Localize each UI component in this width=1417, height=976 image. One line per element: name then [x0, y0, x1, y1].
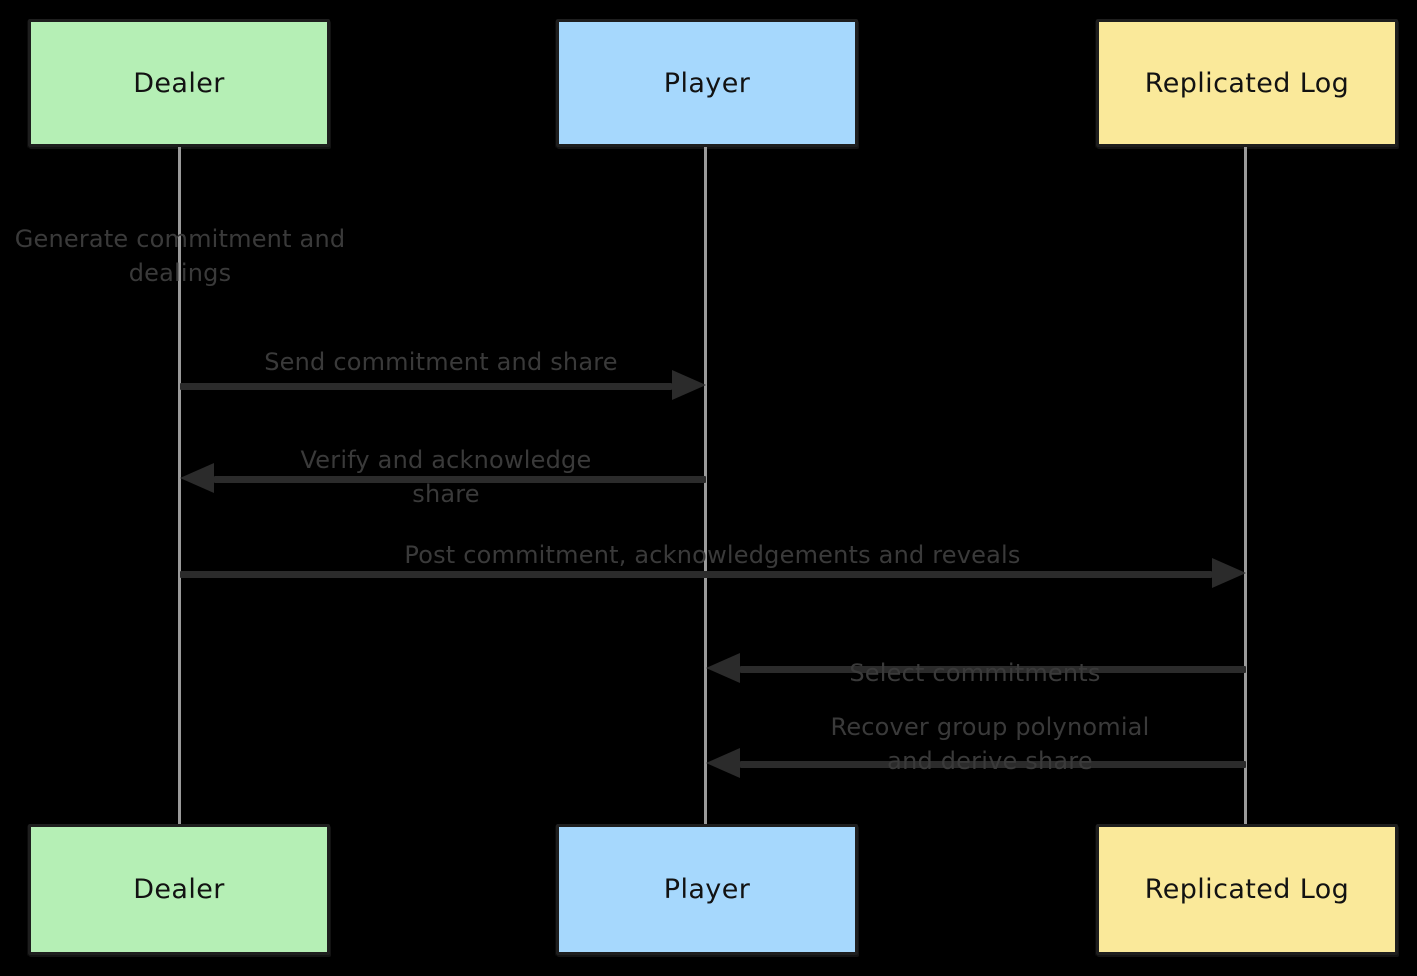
- participant-label-replicated-log-bottom: Replicated Log: [1144, 874, 1350, 905]
- participant-box-replicated-log-bottom[interactable]: Replicated Log: [1096, 824, 1398, 955]
- message-line: [180, 571, 1212, 578]
- lifeline-dealer: [178, 147, 181, 827]
- participant-box-dealer-top[interactable]: Dealer: [28, 19, 330, 147]
- arrowhead-left-icon: [706, 653, 740, 683]
- message-label-send-commitment-and-share: Send commitment and share: [264, 348, 618, 376]
- arrowhead-right-icon: [1212, 558, 1246, 588]
- lifeline-player: [704, 147, 707, 827]
- participant-label-player: Player: [663, 67, 751, 99]
- participant-label-replicated-log: Replicated Log: [1144, 67, 1350, 99]
- participant-label-player-bottom: Player: [663, 874, 751, 905]
- arrowhead-right-icon: [672, 370, 706, 400]
- arrowhead-left-icon: [706, 748, 740, 778]
- lifeline-replicated-log: [1244, 147, 1247, 827]
- message-label-select-commitments: Select commitments: [849, 659, 1101, 687]
- participant-label-dealer-bottom: Dealer: [133, 874, 225, 905]
- participant-box-player-bottom[interactable]: Player: [556, 824, 858, 955]
- arrowhead-left-icon: [180, 463, 214, 493]
- message-line: [740, 666, 1246, 673]
- participant-label-dealer: Dealer: [133, 67, 225, 99]
- message-line: [180, 383, 672, 390]
- message-label-post-commitment-acknowledgements-and-reveals: Post commitment, acknowledgements and re…: [404, 541, 1021, 569]
- note-generate-commitment: Generate commitment and dealings: [14, 225, 346, 288]
- participant-box-player-top[interactable]: Player: [556, 19, 858, 147]
- participant-box-replicated-log-top[interactable]: Replicated Log: [1096, 19, 1398, 147]
- participant-box-dealer-bottom[interactable]: Dealer: [28, 824, 330, 955]
- message-line: [740, 761, 1246, 768]
- message-line: [214, 476, 706, 483]
